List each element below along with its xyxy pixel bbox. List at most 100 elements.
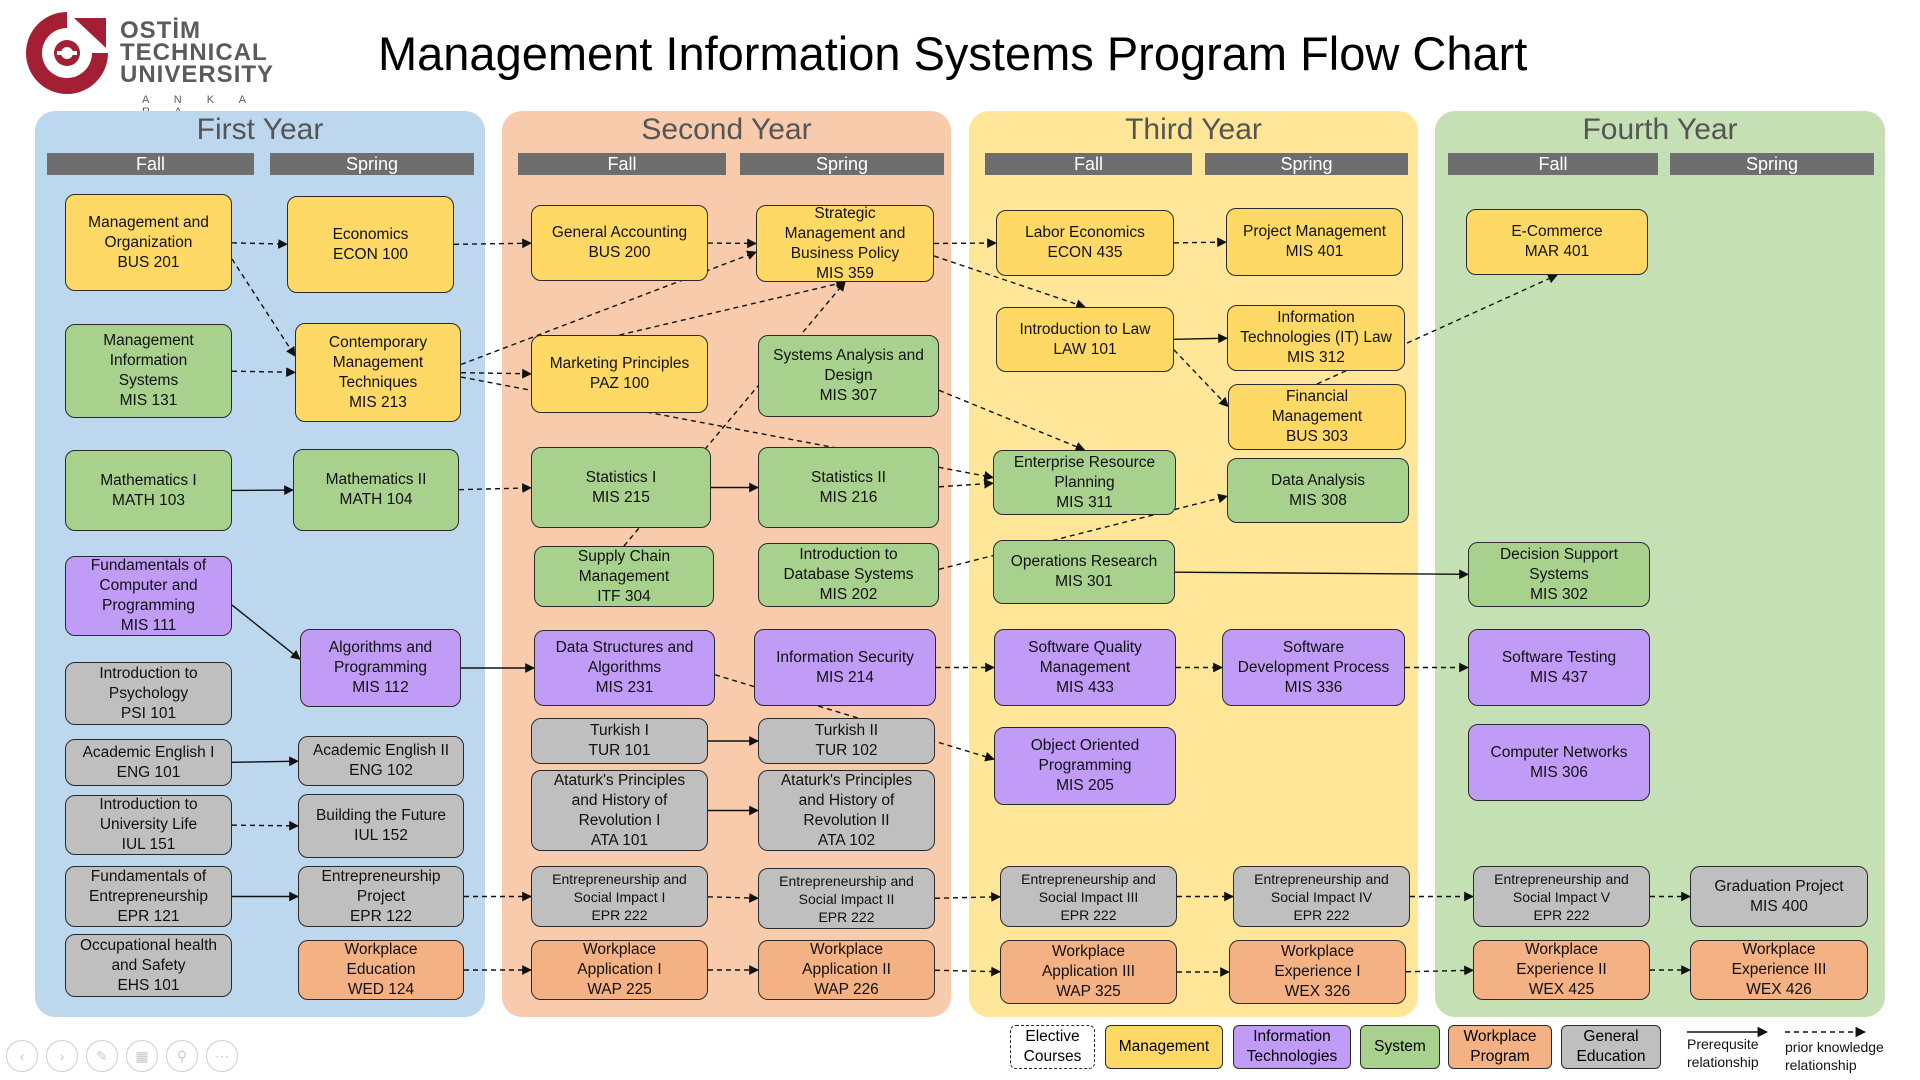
semester-header-fall: Fall	[47, 153, 254, 175]
course-title-line: Entrepreneurship	[321, 867, 441, 885]
course-title-line: Supply Chain	[577, 547, 671, 565]
course-title-line: Workplace	[344, 941, 418, 958]
university-name: OSTİM TECHNICAL UNIVERSITY	[120, 17, 274, 87]
university-seal-icon	[26, 12, 108, 94]
course-title-line: Computer Networks	[1490, 743, 1628, 761]
course-code: ENG 101	[116, 763, 181, 781]
grid-icon[interactable]: ▦	[126, 1040, 158, 1072]
course-title-line: and History of	[798, 791, 895, 809]
course-title-line: Application III	[1041, 963, 1136, 980]
course-title-line: Ataturk's Principles	[780, 771, 913, 789]
course-code: MIS 111	[120, 617, 177, 634]
course-code: LAW 101	[1053, 340, 1117, 358]
course-title-line: Workplace	[1281, 943, 1354, 960]
course-title-line: Project	[356, 887, 406, 905]
legend-prior-knowledge-text: prior knowledge relationship	[1785, 1038, 1884, 1074]
course-title-line: Entrepreneurship and	[552, 870, 687, 887]
legend-label: Workplace	[1463, 1028, 1537, 1045]
university-name-line-1: OSTİM	[120, 17, 201, 44]
course-title-line: Programming	[1038, 757, 1132, 774]
course-code: EPR 122	[349, 907, 413, 925]
forward-icon[interactable]: ›	[46, 1040, 78, 1072]
zoom-icon[interactable]: ⚲	[166, 1040, 198, 1072]
course-title-line: Occupational health	[79, 936, 217, 954]
course-code: TUR 101	[588, 742, 651, 759]
course-code: MIS 401	[1285, 243, 1344, 260]
course-title-line: Information	[109, 352, 188, 369]
course-code: BUS 200	[588, 244, 651, 261]
course-title-line: Data Analysis	[1271, 471, 1365, 489]
course-code: MIS 306	[1530, 763, 1588, 781]
more-icon[interactable]: ⋯	[206, 1040, 238, 1072]
page-title: Management Information Systems Program F…	[378, 27, 1528, 80]
course-code: EPR 222	[818, 908, 875, 925]
course-code: WEX 426	[1746, 981, 1812, 998]
course-title-line: Algorithms	[587, 659, 662, 676]
course-code: MIS 312	[1287, 349, 1345, 366]
legend-label: General	[1583, 1028, 1639, 1045]
legend-label: Technologies	[1246, 1048, 1338, 1065]
slide-navigation: ‹ › ✎ ▦ ⚲ ⋯	[6, 1040, 238, 1072]
pen-icon[interactable]: ✎	[86, 1040, 118, 1072]
back-icon[interactable]: ‹	[6, 1040, 38, 1072]
